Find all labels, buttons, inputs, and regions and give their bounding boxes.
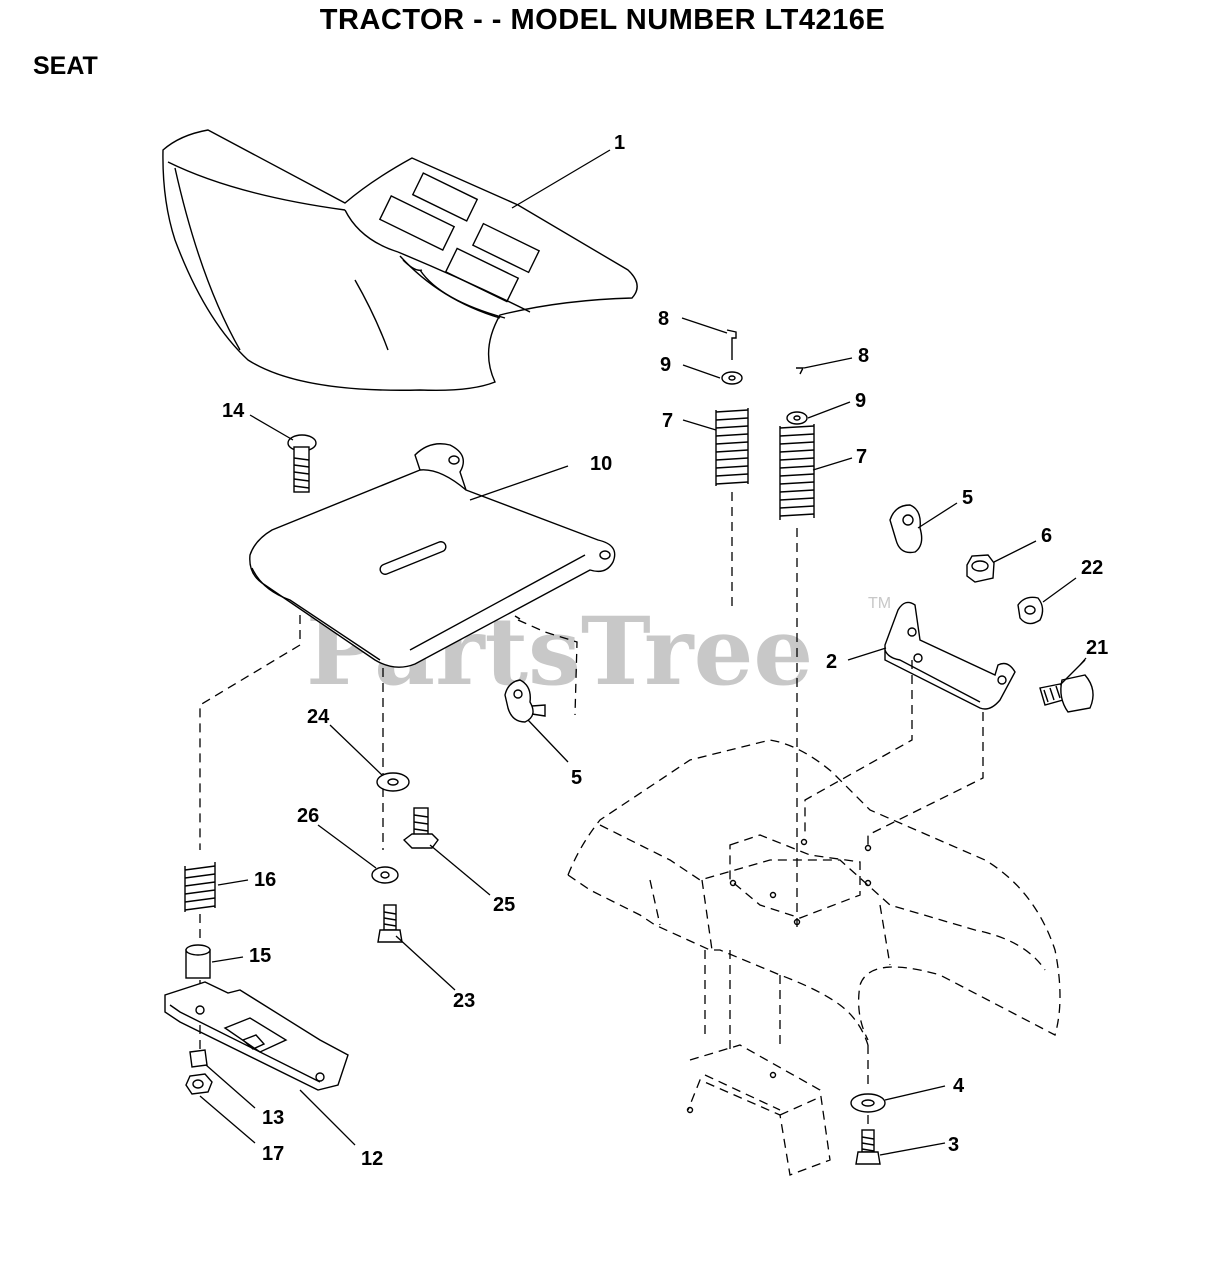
callout-7: 7 — [662, 410, 673, 432]
callout-4: 4 — [953, 1075, 965, 1097]
callout-25: 25 — [493, 894, 515, 916]
callout-22: 22 — [1081, 557, 1103, 579]
callout-5-lower: 5 — [571, 767, 582, 789]
frame-bolt-part[interactable] — [855, 1129, 881, 1165]
callout-6: 6 — [1041, 525, 1052, 547]
washer-part[interactable] — [721, 371, 743, 385]
callout-17: 17 — [262, 1143, 284, 1165]
tractor-frame-phantom — [567, 660, 1061, 1176]
cap-screw-part[interactable] — [377, 904, 403, 943]
callout-24: 24 — [307, 706, 330, 728]
callout-26: 26 — [297, 805, 319, 827]
callout-12: 12 — [361, 1148, 383, 1170]
frame-washer-part[interactable] — [850, 1093, 886, 1113]
watermark-trademark: TM — [868, 595, 891, 612]
callout-8-right: 8 — [858, 345, 869, 367]
flat-washer-part[interactable] — [376, 772, 410, 792]
callout-2: 2 — [826, 651, 837, 673]
nut-part-17[interactable] — [185, 1073, 213, 1095]
nut-part[interactable] — [1017, 596, 1044, 625]
lock-nut-part[interactable] — [966, 554, 995, 583]
callout-21: 21 — [1086, 637, 1108, 659]
callout-5: 5 — [962, 487, 973, 509]
callout-9-right: 9 — [855, 390, 866, 412]
bracket-part[interactable] — [884, 601, 1016, 710]
spacer-part[interactable] — [185, 944, 211, 979]
callout-8: 8 — [658, 308, 669, 330]
spring-part-right[interactable] — [779, 424, 815, 520]
carriage-bolt-part[interactable] — [287, 434, 317, 493]
callout-labels: 1 14 10 8 9 7 8 9 7 5 6 22 2 21 24 5 26 … — [222, 132, 1108, 1170]
screw-part[interactable] — [726, 329, 737, 360]
callout-14: 14 — [222, 400, 245, 422]
callout-15: 15 — [249, 945, 271, 967]
shoulder-bolt-part[interactable] — [1039, 674, 1094, 713]
knob-part-lower[interactable] — [504, 679, 546, 723]
screw-part-right[interactable] — [796, 367, 805, 375]
lock-washer-part[interactable] — [371, 866, 399, 884]
callout-9: 9 — [660, 354, 671, 376]
callout-7-right: 7 — [856, 446, 867, 468]
callout-16: 16 — [254, 869, 276, 891]
washer-part-right[interactable] — [786, 411, 808, 425]
bolt-part-13[interactable] — [189, 1049, 208, 1068]
hex-bolt-part[interactable] — [402, 807, 439, 849]
seat-part[interactable] — [162, 129, 638, 391]
diagram-title: TRACTOR - - MODEL NUMBER LT4216E — [319, 4, 886, 36]
knob-part[interactable] — [889, 504, 923, 554]
callout-13: 13 — [262, 1107, 284, 1129]
section-label: SEAT — [33, 52, 98, 80]
callout-23: 23 — [453, 990, 475, 1012]
compression-spring-part[interactable] — [184, 862, 216, 912]
callout-3: 3 — [948, 1134, 959, 1156]
slide-plate-part[interactable] — [164, 981, 349, 1091]
spring-part[interactable] — [715, 408, 749, 486]
seat-pan-part[interactable] — [249, 443, 616, 668]
callout-10: 10 — [590, 453, 612, 475]
callout-1: 1 — [614, 132, 625, 154]
